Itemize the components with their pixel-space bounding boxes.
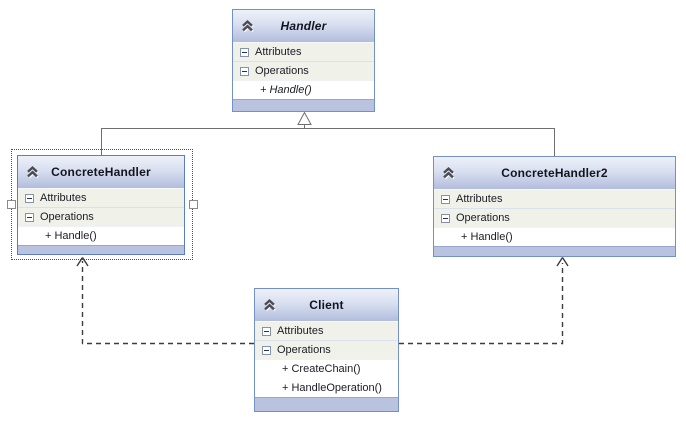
minus-icon[interactable] xyxy=(25,212,34,222)
operations-section-row[interactable]: Operations xyxy=(434,208,675,227)
selection-handle-left[interactable] xyxy=(7,200,16,209)
attributes-section-row[interactable]: Attributes xyxy=(255,321,398,340)
class-footer xyxy=(255,397,398,411)
class-footer xyxy=(233,99,374,111)
attributes-label: Attributes xyxy=(40,192,87,204)
class-header[interactable]: Handler xyxy=(233,10,374,42)
class-title: Handler xyxy=(280,19,327,33)
attributes-section-row[interactable]: Attributes xyxy=(434,189,675,208)
class-title: ConcreteHandler2 xyxy=(501,166,608,180)
collapse-chevron-icon[interactable] xyxy=(441,166,456,180)
operations-section-row[interactable]: Operations xyxy=(255,340,398,359)
collapse-chevron-icon[interactable] xyxy=(262,298,277,312)
collapse-chevron-icon[interactable] xyxy=(25,165,40,179)
operations-label: Operations xyxy=(277,344,331,356)
member-row[interactable]: + HandleOperation() xyxy=(255,378,398,397)
class-footer xyxy=(18,245,184,254)
class-footer xyxy=(434,246,675,256)
minus-icon[interactable] xyxy=(262,345,271,355)
attributes-label: Attributes xyxy=(255,46,302,58)
operations-section-row[interactable]: Operations xyxy=(233,61,374,80)
operations-section-row[interactable]: Operations xyxy=(18,207,184,226)
class-header[interactable]: Client xyxy=(255,289,398,321)
client-to-concretehandler-dashed-connector[interactable] xyxy=(76,257,254,345)
member-row[interactable]: + Handle() xyxy=(18,226,184,245)
operations-label: Operations xyxy=(40,211,94,223)
attributes-label: Attributes xyxy=(456,193,503,205)
minus-icon[interactable] xyxy=(240,66,249,76)
class-header[interactable]: ConcreteHandler2 xyxy=(434,157,675,189)
class-box-client[interactable]: Client Attributes Operations + CreateCha… xyxy=(254,288,399,412)
client-to-concretehandler2-dashed-connector[interactable] xyxy=(399,257,569,345)
selection-handle-right[interactable] xyxy=(189,200,198,209)
attributes-section-row[interactable]: Attributes xyxy=(233,42,374,61)
inheritance-triangle-icon xyxy=(297,111,312,125)
operations-label: Operations xyxy=(255,65,309,77)
minus-icon[interactable] xyxy=(25,193,34,203)
attributes-label: Attributes xyxy=(277,325,324,337)
member-row[interactable]: + Handle() xyxy=(434,227,675,246)
class-box-handler[interactable]: Handler Attributes Operations + Handle() xyxy=(232,9,375,112)
class-title: ConcreteHandler xyxy=(51,165,151,179)
member-row[interactable]: + CreateChain() xyxy=(255,359,398,378)
attributes-section-row[interactable]: Attributes xyxy=(18,188,184,207)
open-arrowhead-icon xyxy=(556,257,569,267)
member-row[interactable]: + Handle() xyxy=(233,80,374,99)
operations-label: Operations xyxy=(456,212,510,224)
minus-icon[interactable] xyxy=(441,213,450,223)
class-header[interactable]: ConcreteHandler xyxy=(18,156,184,188)
class-box-concretehandler2[interactable]: ConcreteHandler2 Attributes Operations +… xyxy=(433,156,676,257)
collapse-chevron-icon[interactable] xyxy=(240,19,255,33)
minus-icon[interactable] xyxy=(240,47,249,57)
class-title: Client xyxy=(309,298,344,312)
minus-icon[interactable] xyxy=(262,326,271,336)
minus-icon[interactable] xyxy=(441,194,450,204)
class-box-concretehandler[interactable]: ConcreteHandler Attributes Operations + … xyxy=(17,155,185,255)
